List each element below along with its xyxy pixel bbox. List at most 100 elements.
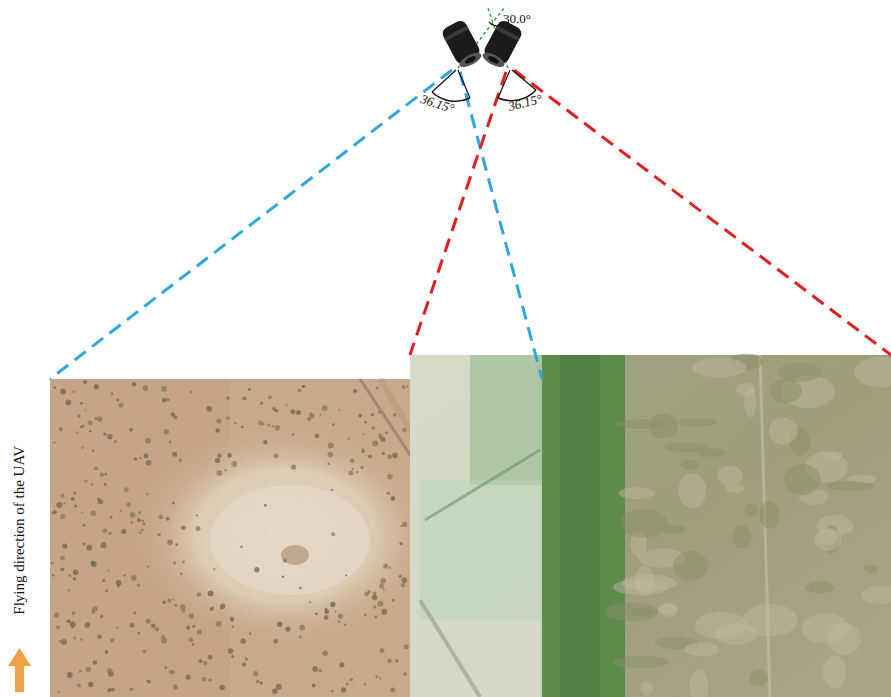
- shrub: [61, 639, 67, 645]
- shrub: [130, 512, 136, 518]
- shrub: [338, 613, 343, 618]
- shrub: [164, 666, 167, 669]
- ground-patch: [760, 501, 780, 529]
- shrub: [274, 454, 279, 459]
- shrub: [56, 625, 60, 629]
- shrub: [91, 511, 97, 517]
- ground-patch: [784, 464, 821, 495]
- shrub: [121, 529, 126, 534]
- shrub: [111, 688, 115, 692]
- ground-patch: [736, 383, 755, 397]
- shrub: [92, 450, 94, 452]
- camera-left: [440, 18, 484, 70]
- ground-patch: [605, 602, 659, 621]
- shrub: [240, 546, 242, 548]
- shrub: [332, 423, 335, 426]
- shrub: [352, 468, 354, 470]
- shrub: [141, 529, 143, 531]
- fov-lines: [50, 70, 891, 379]
- shrub: [62, 544, 67, 549]
- shrub: [71, 497, 75, 501]
- ground-patch: [823, 656, 846, 689]
- shrub: [120, 510, 122, 512]
- shrub: [374, 616, 377, 619]
- shrub: [264, 504, 267, 507]
- shrub: [60, 494, 64, 498]
- shrub: [91, 561, 97, 567]
- shrub: [210, 608, 213, 611]
- ground-patch: [681, 460, 699, 470]
- shrub: [260, 681, 263, 684]
- shrub: [78, 415, 81, 418]
- ground-patch: [725, 484, 744, 493]
- shrub: [139, 457, 141, 459]
- shrub: [390, 688, 395, 693]
- shrub: [346, 683, 349, 686]
- shrub: [94, 384, 99, 389]
- shrub: [319, 669, 323, 673]
- shrub: [219, 685, 225, 691]
- shrub: [145, 438, 151, 444]
- shrub: [92, 606, 98, 612]
- shrub: [361, 450, 364, 453]
- shrub: [399, 575, 402, 578]
- shrub: [286, 404, 288, 406]
- ground-patch: [619, 487, 655, 499]
- shrub: [230, 617, 234, 621]
- shrub: [114, 440, 117, 443]
- shrub: [331, 489, 333, 491]
- shrub: [368, 455, 372, 459]
- ground-patch: [673, 551, 708, 581]
- shrub: [166, 398, 169, 401]
- shrub: [377, 601, 383, 607]
- shrub: [67, 589, 70, 592]
- shrub: [172, 598, 174, 600]
- ground-patch: [621, 509, 668, 538]
- shrub: [109, 532, 112, 535]
- shrub: [161, 386, 167, 392]
- shrub: [249, 632, 252, 635]
- shrub: [180, 604, 186, 610]
- ground-patch: [678, 473, 706, 508]
- shrub: [407, 385, 409, 387]
- direction-label: Flying direction of the UAV: [11, 446, 28, 615]
- shrub: [102, 579, 105, 582]
- ground-patch: [690, 669, 709, 697]
- shrub: [59, 427, 63, 431]
- shrub: [73, 390, 76, 393]
- shrub: [364, 683, 367, 686]
- shrub: [108, 570, 110, 572]
- shrub: [151, 624, 156, 629]
- ground-patch: [663, 525, 686, 534]
- shrub: [60, 389, 66, 395]
- shrub: [243, 397, 247, 401]
- shrub: [104, 473, 107, 476]
- shrub: [387, 659, 391, 663]
- shrub: [216, 428, 220, 432]
- shrub: [77, 683, 81, 687]
- shrub: [86, 667, 91, 672]
- shrub: [124, 487, 129, 492]
- shrub: [198, 659, 202, 663]
- shrub: [53, 386, 56, 389]
- shrub: [379, 583, 384, 588]
- shrub: [51, 511, 54, 514]
- shrub: [167, 599, 171, 603]
- shrub: [272, 689, 277, 694]
- shrub: [375, 675, 378, 678]
- shrub: [387, 491, 391, 495]
- fov-angle-label: 36.15°: [507, 92, 544, 114]
- shrub: [180, 573, 182, 575]
- shrub: [172, 502, 175, 505]
- shrub: [196, 526, 201, 531]
- shrub: [334, 610, 336, 612]
- shrub: [350, 459, 354, 463]
- shrub: [364, 614, 367, 617]
- shrub: [181, 525, 186, 530]
- shrub: [296, 410, 301, 415]
- shrub: [254, 567, 259, 572]
- shrub: [362, 433, 364, 435]
- shrub: [216, 418, 221, 423]
- shrub: [81, 512, 83, 514]
- shrub: [268, 396, 272, 400]
